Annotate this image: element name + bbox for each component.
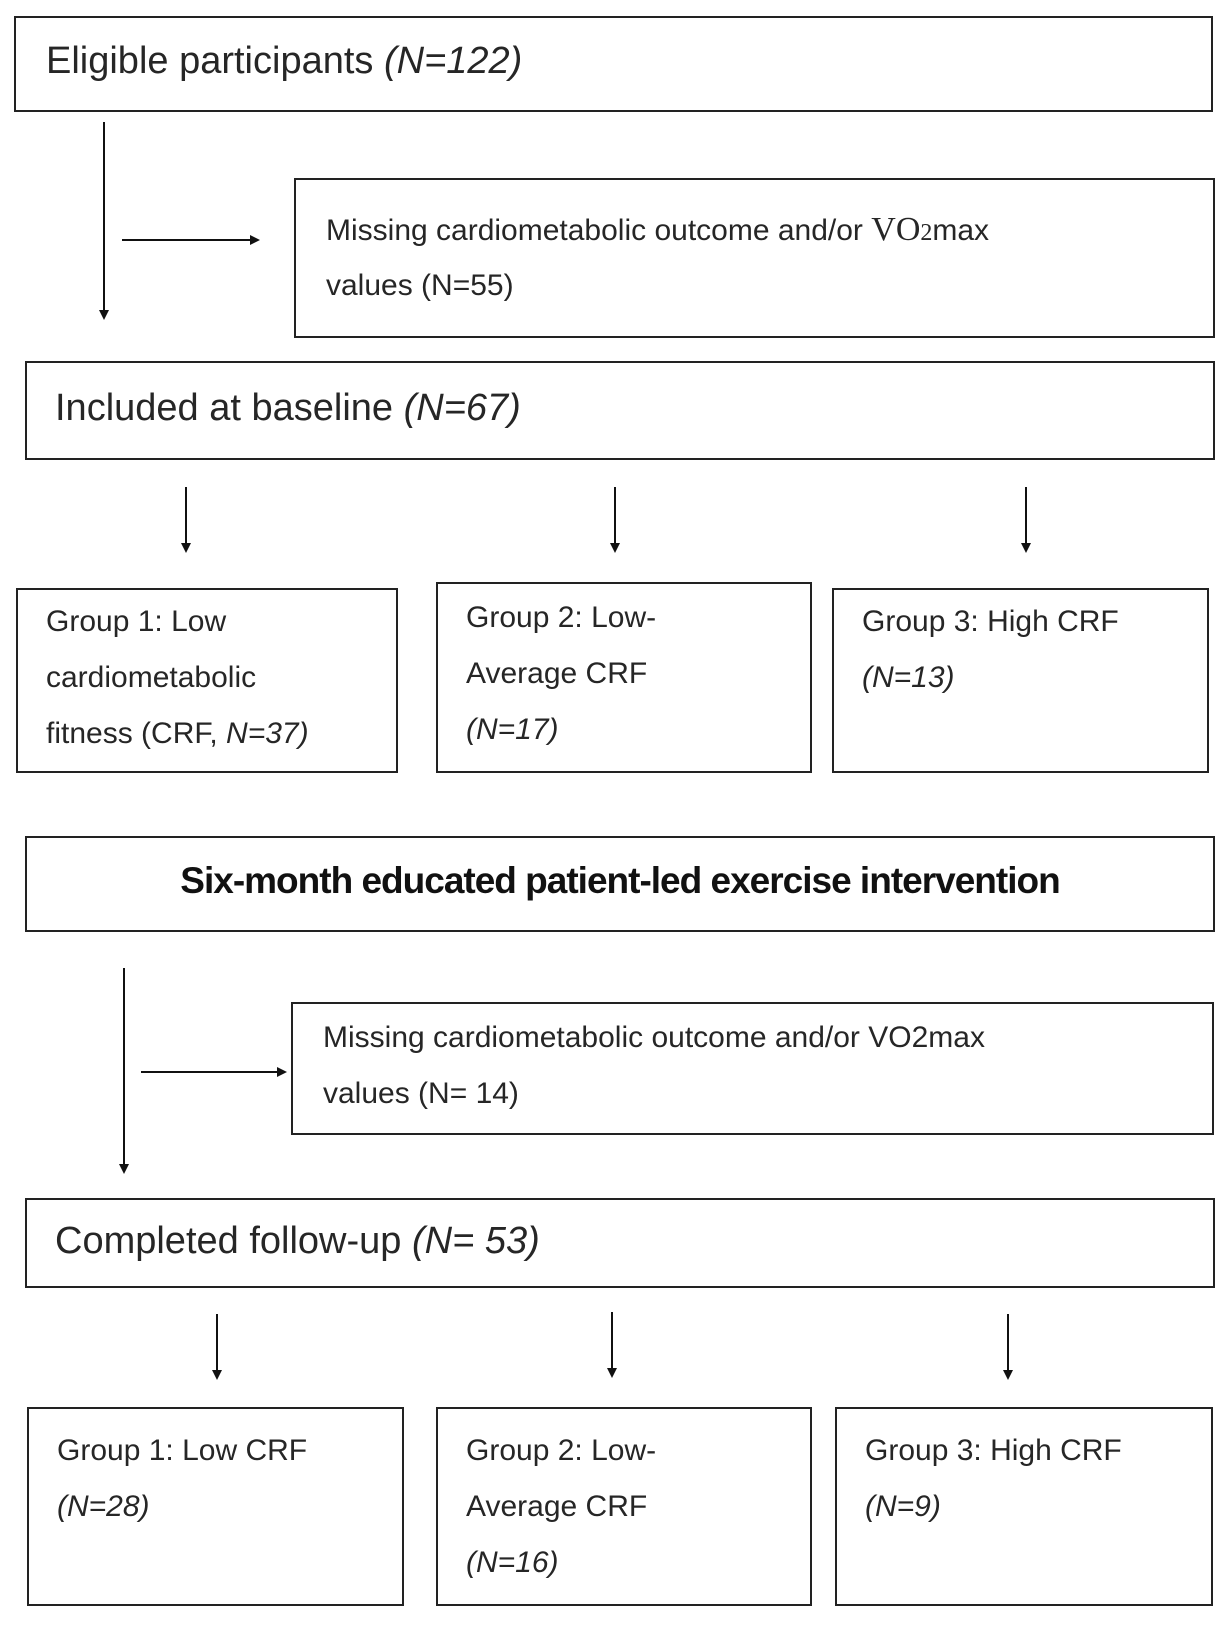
exclusion-baseline-line-2: values (N=55) [326,269,514,302]
baseline-group-1-count: N=37) [226,717,309,750]
eligible-count: (N=122) [383,40,523,82]
baseline-group-3-count: (N=13) [862,661,955,694]
eligible-box: Eligible participants (N=122) [14,16,1213,112]
followup-label: Completed follow-up [55,1220,402,1262]
eligible-label: Eligible participants [46,40,374,82]
followup-box: Completed follow-up (N= 53) [25,1198,1215,1288]
baseline-box: Included at baseline (N=67) [25,361,1215,460]
exclusion-baseline-box: Missing cardiometabolic outcome and/or V… [294,178,1215,338]
baseline-group-1-box: Group 1: Low cardiometabolic fitness (CR… [16,588,398,773]
followup-group-3-box: Group 3: High CRF (N=9) [835,1407,1213,1606]
baseline-label: Included at baseline [55,387,394,429]
followup-group-1-count: (N=28) [57,1490,150,1523]
baseline-count: (N=67) [403,387,521,429]
baseline-group-2-count: (N=17) [466,713,559,746]
exclusion-followup-line-1: Missing cardiometabolic outcome and/or V… [323,1021,985,1054]
followup-count: (N= 53) [411,1220,540,1262]
intervention-box: Six-month educated patient-led exercise … [25,836,1215,932]
followup-group-2-count: (N=16) [466,1546,559,1579]
baseline-group-3-box: Group 3: High CRF (N=13) [832,588,1209,773]
intervention-label: Six-month educated patient-led exercise … [180,860,1060,901]
followup-group-2-box: Group 2: Low- Average CRF (N=16) [436,1407,812,1606]
vo2-symbol: VO [871,211,921,248]
exclusion-followup-box: Missing cardiometabolic outcome and/or V… [291,1002,1214,1135]
followup-group-1-box: Group 1: Low CRF (N=28) [27,1407,404,1606]
followup-group-3-count: (N=9) [865,1490,941,1523]
exclusion-baseline-line-1: Missing cardiometabolic outcome and/or V… [326,211,990,248]
baseline-group-2-box: Group 2: Low- Average CRF (N=17) [436,582,812,773]
exclusion-followup-line-2: values (N= 14) [323,1077,519,1110]
